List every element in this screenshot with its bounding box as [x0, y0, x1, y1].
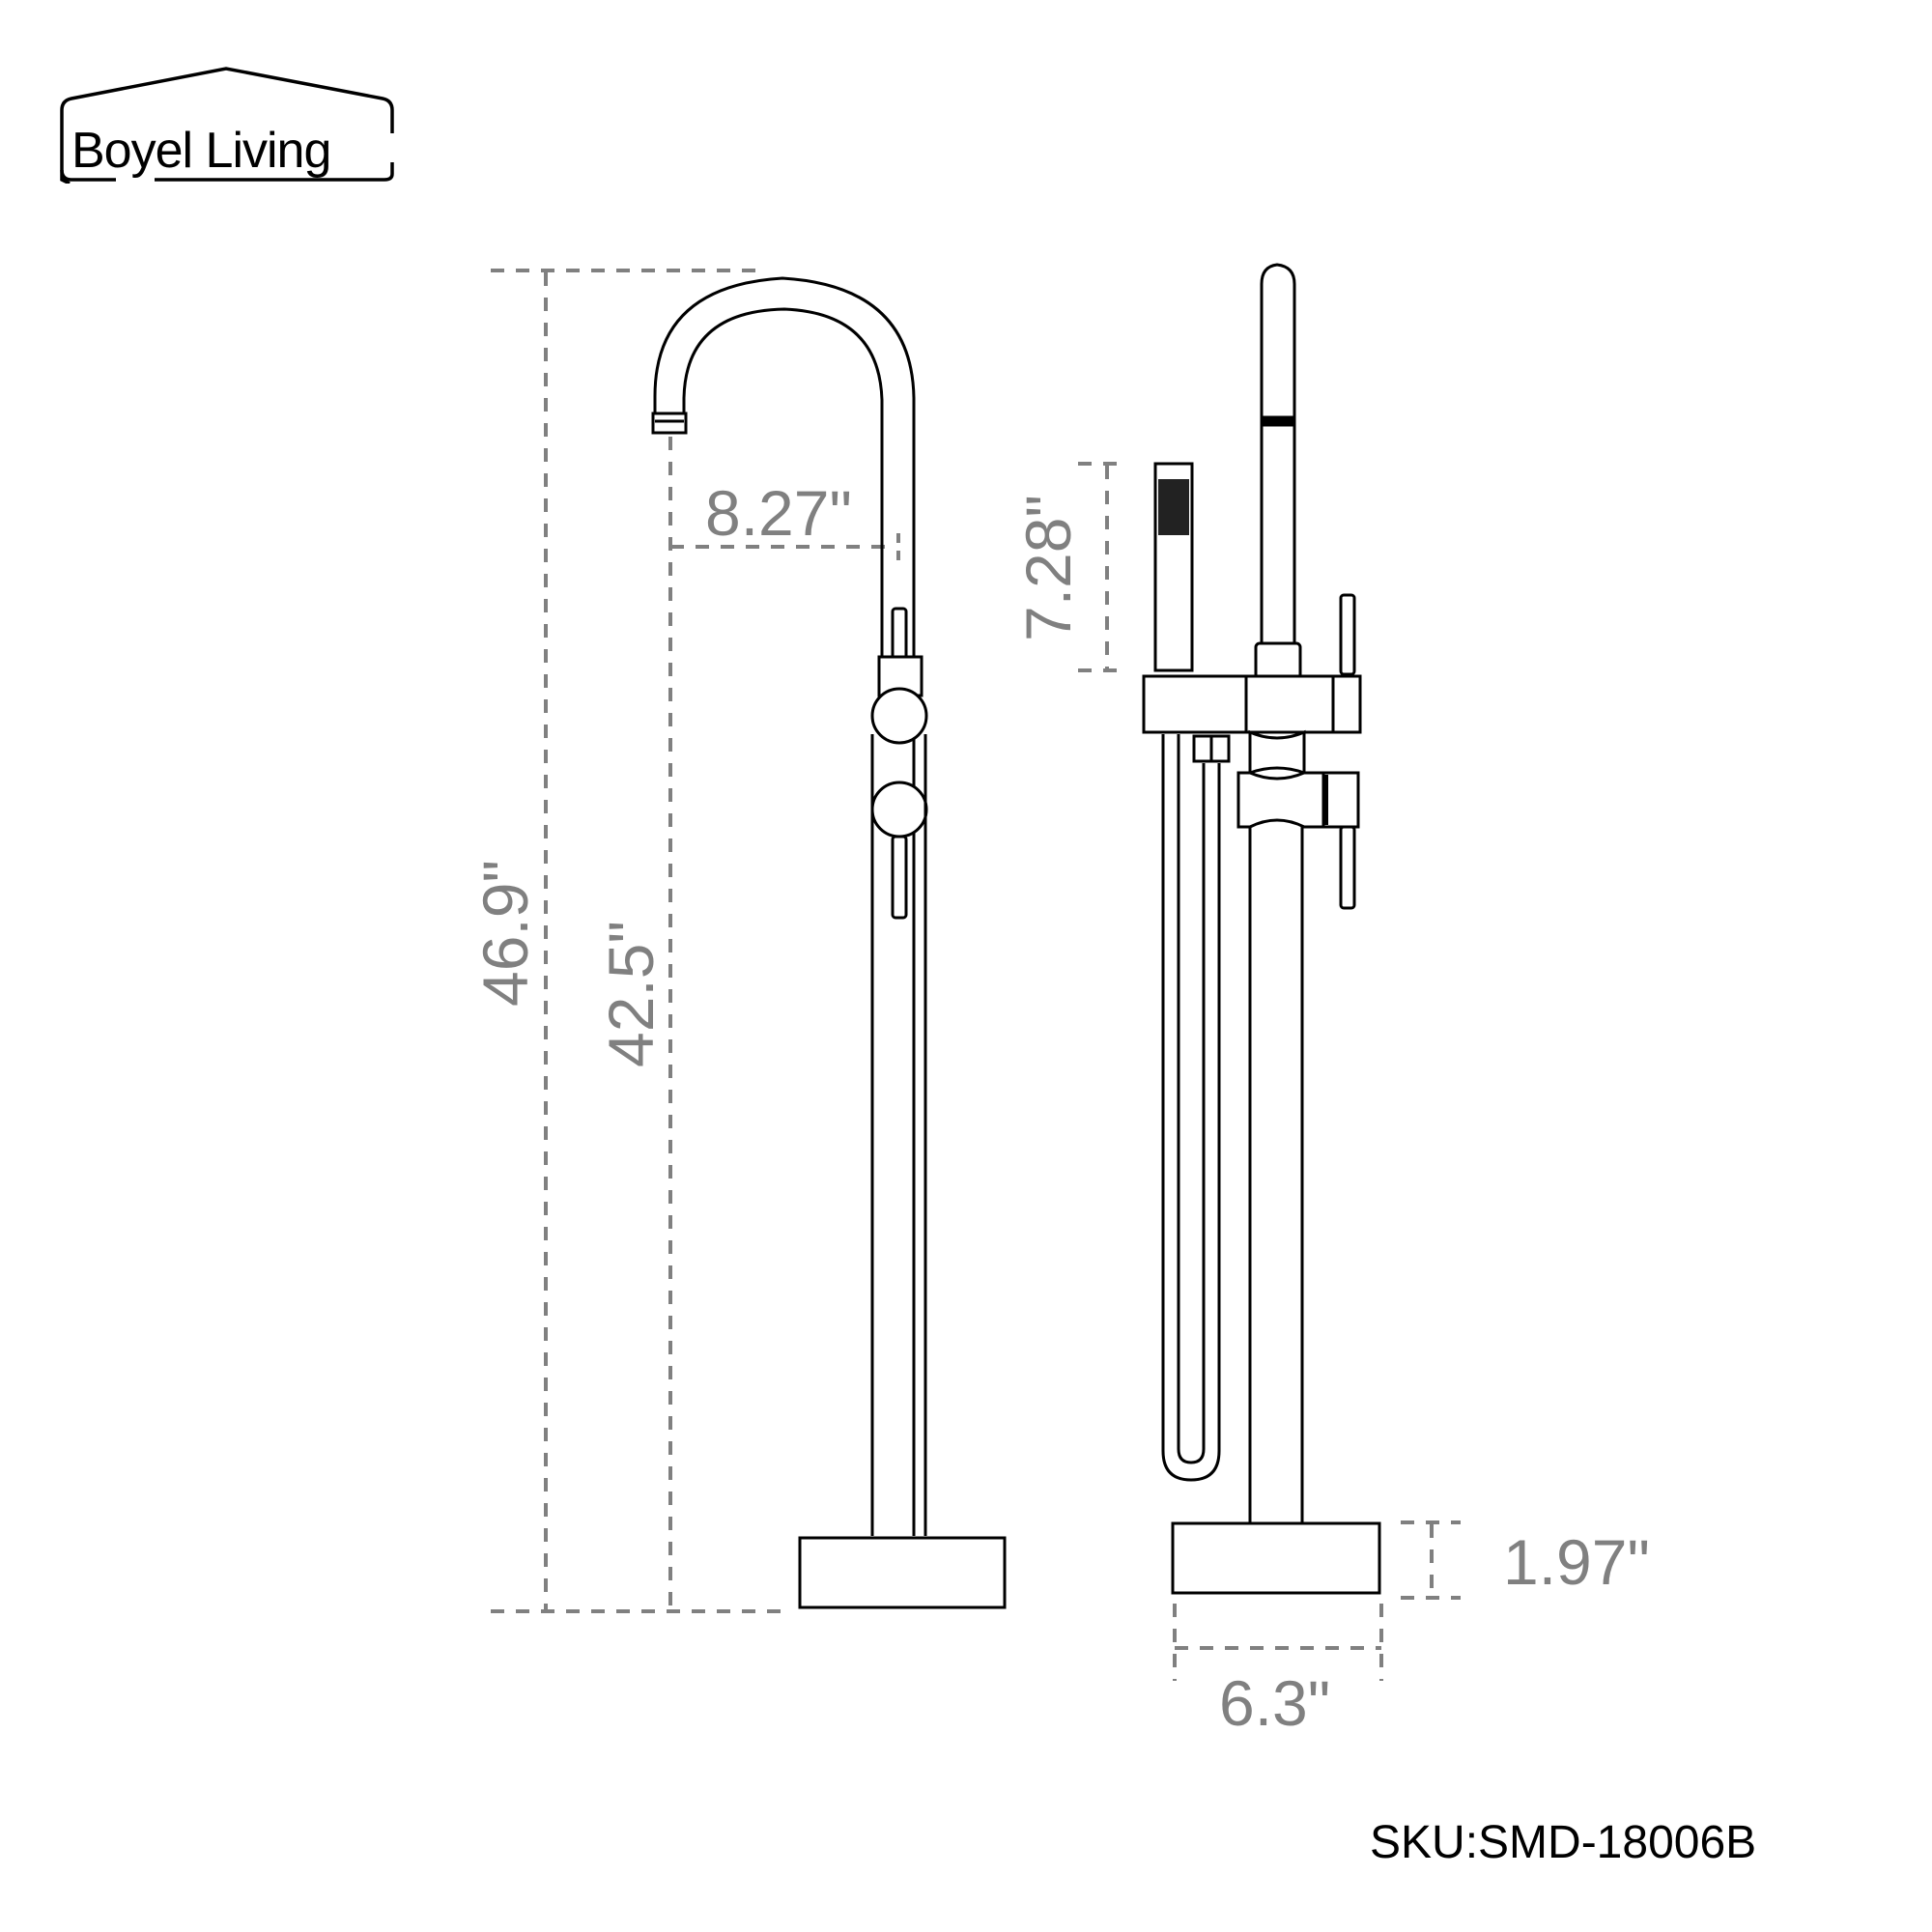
dimension-base-width: 6.3" [1219, 1667, 1331, 1739]
faucet-side-view [1142, 263, 1381, 1595]
dimension-hand-shower-length: 7.28" [1012, 495, 1084, 641]
shower-head-nozzles [1158, 479, 1189, 535]
dimension-base-height: 1.97" [1503, 1526, 1650, 1598]
sku-label: SKU:SMD-18006B [1370, 1817, 1757, 1868]
dimension-spout-reach: 8.27" [705, 477, 852, 549]
dimension-lines [491, 269, 1461, 1681]
faucet-front-view [651, 276, 1007, 1609]
house-outline-icon [60, 67, 394, 184]
brand-logo: Boyel Living [58, 66, 396, 184]
dimension-total-height: 46.9" [469, 860, 541, 1007]
dimension-spout-height: 42.5" [595, 921, 667, 1067]
brand-name: Boyel Living [71, 123, 331, 179]
